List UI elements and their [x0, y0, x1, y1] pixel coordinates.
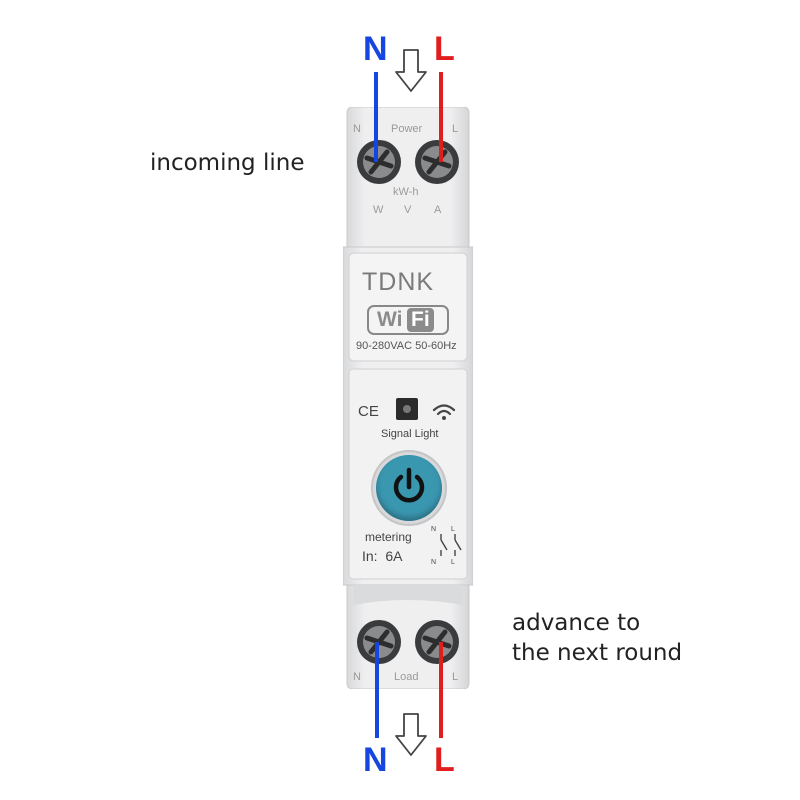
measure-unit-label: kW-h — [393, 186, 419, 198]
outgoing-line-label: advance to the next round — [512, 608, 682, 668]
measure-v-label: V — [404, 204, 412, 216]
contact-schematic-icon: N L N L — [431, 526, 462, 566]
bottom-neutral-label: N — [363, 741, 388, 779]
bottom-terminal-l: L — [452, 671, 459, 683]
signal-light — [396, 398, 418, 420]
brand-logo: TDNK — [362, 268, 435, 296]
wifi-badge: Wi Fi — [367, 305, 449, 335]
voltage-spec: 90-280VAC 50-60Hz — [356, 340, 457, 352]
svg-text:L: L — [451, 526, 455, 533]
top-neutral-label: N — [363, 30, 388, 68]
ce-mark: CE — [358, 403, 379, 420]
bottom-live-label: L — [434, 741, 455, 779]
incoming-line-label: incoming line — [150, 150, 305, 176]
power-button[interactable] — [371, 450, 447, 526]
top-terminal-l: L — [452, 123, 459, 135]
top-left-screw-icon — [357, 140, 401, 184]
metering-label: metering — [365, 530, 412, 544]
top-terminal-n: N — [353, 123, 361, 135]
bottom-terminal-load: Load — [394, 671, 419, 683]
bottom-right-screw-icon — [415, 620, 459, 664]
outgoing-line-text-2: the next round — [512, 640, 683, 666]
bottom-arrow-icon — [395, 713, 427, 756]
measure-a-label: A — [434, 204, 442, 216]
top-arrow-icon — [395, 49, 427, 92]
wifi-badge-fi: Fi — [407, 308, 434, 332]
wifi-badge-wi: Wi — [377, 308, 403, 331]
signal-light-label: Signal Light — [381, 428, 439, 440]
top-live-label: L — [434, 30, 455, 68]
svg-text:L: L — [451, 559, 455, 566]
top-terminal-power: Power — [391, 123, 423, 135]
measure-w-label: W — [373, 204, 384, 216]
power-icon — [393, 467, 425, 503]
bottom-terminal-n: N — [353, 671, 361, 683]
svg-text:N: N — [431, 559, 436, 566]
svg-text:N: N — [431, 526, 436, 533]
outgoing-line-text-1: advance to — [512, 610, 641, 636]
current-rating: In: 6A — [362, 548, 403, 564]
wifi-icon — [432, 404, 456, 420]
